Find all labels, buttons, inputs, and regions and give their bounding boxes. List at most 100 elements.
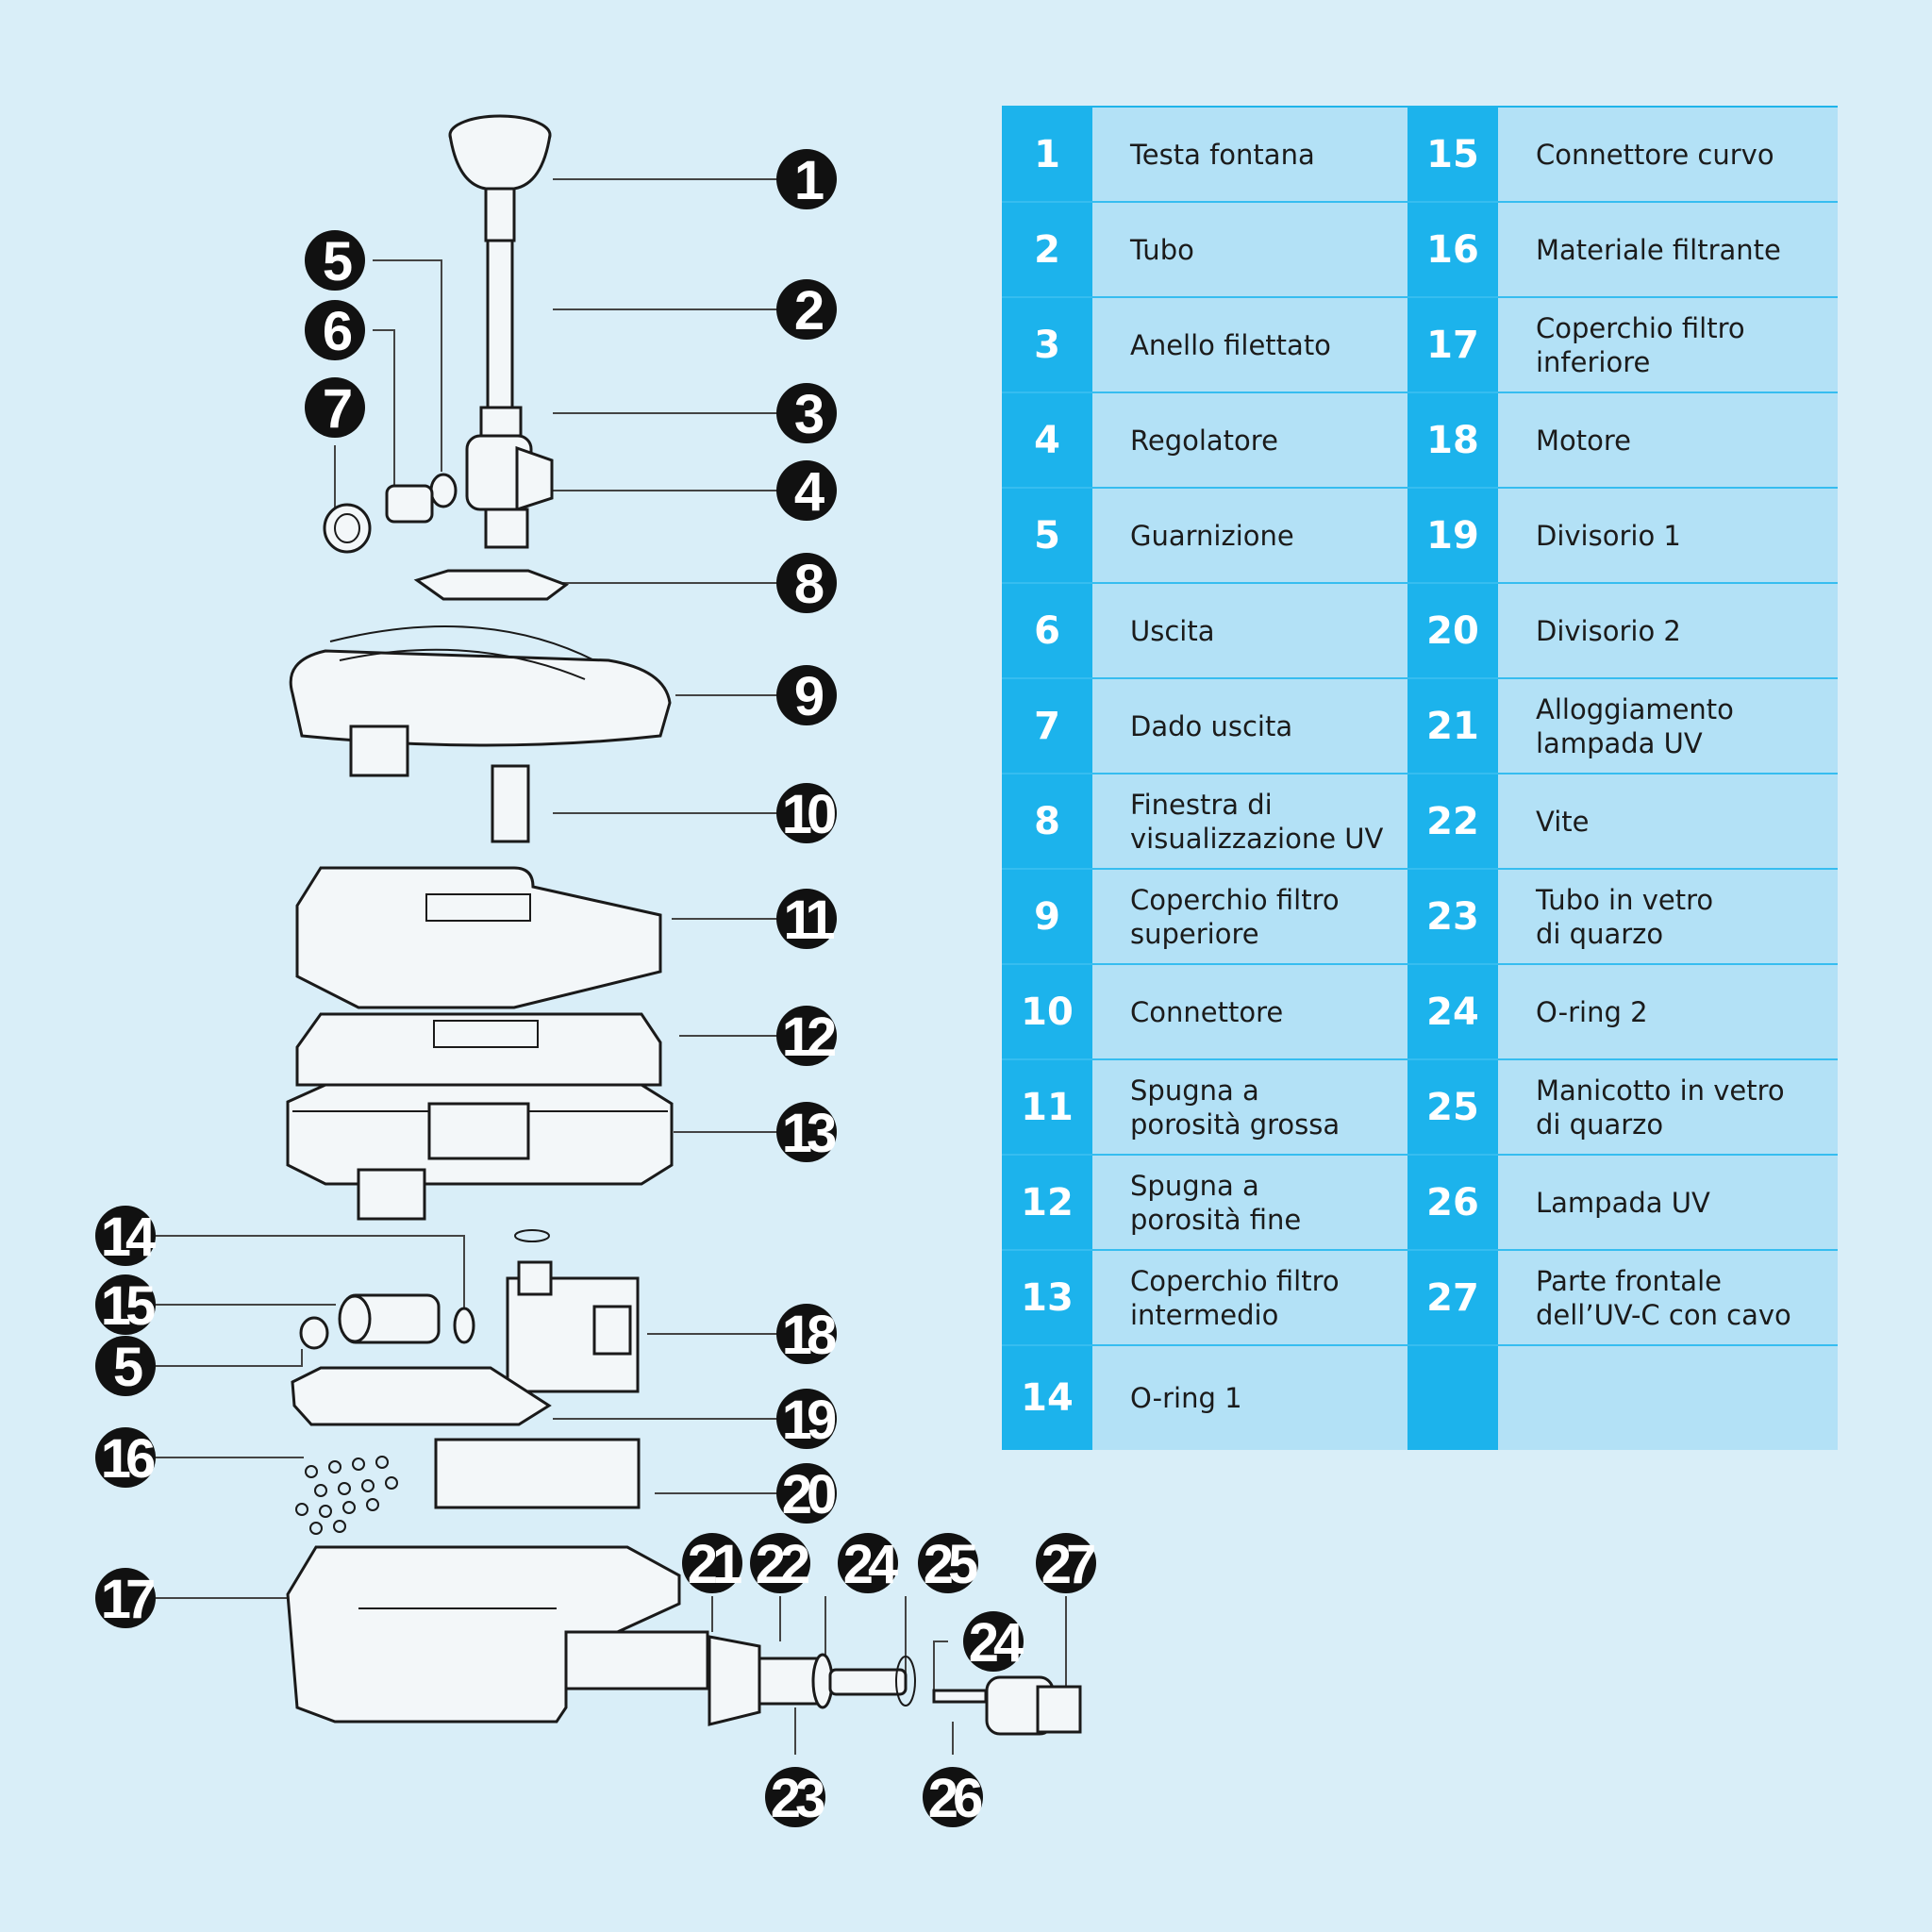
legend-number: 6 (1002, 584, 1092, 679)
callout-10: 10 (776, 783, 841, 845)
uv-lamp-assembly (564, 1630, 1082, 1736)
callout-22: 22 (750, 1533, 814, 1595)
legend-number: 23 (1407, 870, 1498, 965)
legend-number: 24 (1407, 965, 1498, 1060)
legend-label: Dado uscita (1092, 679, 1407, 774)
legend-number: 9 (1002, 870, 1092, 965)
callout-6: 6 (305, 300, 365, 362)
legend-label: Divisorio 2 (1498, 584, 1838, 679)
legend-label: Spugna a porosità fine (1092, 1156, 1407, 1251)
svg-text:26: 26 (928, 1768, 982, 1829)
legend-label: Coperchio filtro intermedio (1092, 1251, 1407, 1346)
svg-text:19: 19 (782, 1390, 836, 1451)
legend-number: 22 (1407, 774, 1498, 870)
legend-number: 13 (1002, 1251, 1092, 1346)
legend-number: 21 (1407, 679, 1498, 774)
legend-label: O-ring 2 (1498, 965, 1838, 1060)
legend-label: Spugna a porosità grossa (1092, 1060, 1407, 1156)
legend-label: Connettore curvo (1498, 108, 1838, 203)
svg-text:21: 21 (688, 1534, 741, 1595)
svg-text:2: 2 (794, 280, 823, 341)
motor-assembly (299, 1229, 640, 1393)
svg-text:27: 27 (1041, 1534, 1094, 1595)
sponges (295, 866, 662, 1087)
legend-label: Coperchio filtro superiore (1092, 870, 1407, 965)
callout-11: 11 (776, 889, 840, 951)
legend-number: 4 (1002, 393, 1092, 489)
legend-label: Manicotto in vetro di quarzo (1498, 1060, 1838, 1156)
svg-text:18: 18 (782, 1305, 836, 1366)
legend-label: O-ring 1 (1092, 1346, 1407, 1450)
legend-label: Testa fontana (1092, 108, 1407, 203)
callout-25: 25 (918, 1533, 983, 1595)
legend-number: 8 (1002, 774, 1092, 870)
legend-number: 15 (1407, 108, 1498, 203)
svg-text:11: 11 (783, 890, 834, 951)
callout-13: 13 (776, 1102, 841, 1164)
callout-5: 5 (305, 230, 365, 292)
legend-number: 3 (1002, 298, 1092, 393)
callout-24: 24 (838, 1533, 904, 1595)
legend-label: Motore (1498, 393, 1838, 489)
legend-number: 10 (1002, 965, 1092, 1060)
legend-number: 1 (1002, 108, 1092, 203)
callout-14: 14 (95, 1206, 161, 1268)
callout-24b: 24 (963, 1611, 1029, 1674)
callout-15: 15 (95, 1274, 160, 1337)
callout-1: 1 (776, 149, 837, 211)
top-filter-cover (289, 625, 672, 843)
legend-number: 7 (1002, 679, 1092, 774)
callout-20: 20 (776, 1463, 841, 1525)
legend-label: Tubo (1092, 203, 1407, 298)
dividers (291, 1366, 641, 1509)
callout-18: 18 (776, 1304, 841, 1366)
middle-filter-cover (286, 1083, 674, 1221)
legend-label: Anello filettato (1092, 298, 1407, 393)
legend-label: Uscita (1092, 584, 1407, 679)
legend-number: 14 (1002, 1346, 1092, 1450)
callout-5b: 5 (95, 1336, 156, 1398)
callout-27: 27 (1036, 1533, 1100, 1595)
legend-label: Materiale filtrante (1498, 203, 1838, 298)
legend-number: 12 (1002, 1156, 1092, 1251)
legend-label: Lampada UV (1498, 1156, 1838, 1251)
callout-17: 17 (95, 1568, 159, 1630)
legend-number: 16 (1407, 203, 1498, 298)
svg-text:15: 15 (101, 1275, 155, 1337)
legend-label: Divisorio 1 (1498, 489, 1838, 584)
callout-26: 26 (923, 1767, 988, 1829)
svg-text:25: 25 (924, 1534, 977, 1595)
legend-label: Parte frontale dell’UV-C con cavo (1498, 1251, 1838, 1346)
svg-text:22: 22 (756, 1534, 808, 1595)
legend-number: 5 (1002, 489, 1092, 584)
legend-label: Regolatore (1092, 393, 1407, 489)
svg-text:13: 13 (782, 1103, 836, 1164)
legend-label: Connettore (1092, 965, 1407, 1060)
callout-21: 21 (682, 1533, 747, 1595)
svg-text:12: 12 (782, 1007, 835, 1068)
legend-number: 26 (1407, 1156, 1498, 1251)
callout-7: 7 (305, 377, 365, 440)
legend-label: Vite (1498, 774, 1838, 870)
legend-label: Guarnizione (1092, 489, 1407, 584)
legend-number: 25 (1407, 1060, 1498, 1156)
legend-label: Finestra di visualizzazione UV (1092, 774, 1407, 870)
filter-media (295, 1456, 398, 1535)
svg-text:23: 23 (771, 1768, 824, 1829)
callout-19: 19 (776, 1389, 841, 1451)
callout-8: 8 (776, 553, 837, 615)
svg-text:24: 24 (969, 1612, 1024, 1674)
svg-text:17: 17 (101, 1569, 154, 1630)
callout-3: 3 (776, 383, 837, 445)
legend-label: Coperchio filtro inferiore (1498, 298, 1838, 393)
callout-9: 9 (776, 665, 837, 727)
legend-number: 20 (1407, 584, 1498, 679)
svg-text:24: 24 (843, 1534, 898, 1595)
callout-23: 23 (765, 1767, 830, 1829)
legend-number: 11 (1002, 1060, 1092, 1156)
legend-number: 19 (1407, 489, 1498, 584)
callout-4: 4 (776, 460, 837, 523)
svg-text:7: 7 (323, 378, 351, 440)
